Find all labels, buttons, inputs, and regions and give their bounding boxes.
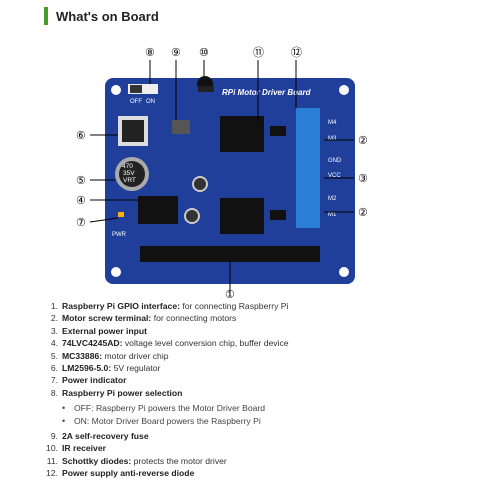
svg-text:35V: 35V bbox=[123, 170, 135, 177]
terminal-block bbox=[296, 184, 320, 228]
feature-item: 3.External power input bbox=[50, 325, 147, 336]
callout-8: ⑧ bbox=[145, 47, 155, 59]
gpio-header bbox=[140, 246, 320, 262]
callout-7: ⑦ bbox=[76, 217, 86, 229]
terminal-label: M2 bbox=[328, 196, 337, 202]
terminal-label: VCC bbox=[328, 173, 341, 179]
level-shifter-chip bbox=[138, 196, 178, 224]
motor-driver-chip bbox=[220, 116, 264, 152]
callout-3: ③ bbox=[358, 173, 368, 185]
terminal-label: GND bbox=[328, 158, 342, 164]
diode bbox=[270, 210, 286, 220]
terminal-block bbox=[296, 108, 320, 152]
feature-item: 7.Power indicator bbox=[50, 375, 127, 386]
motor-driver-chip bbox=[220, 198, 264, 234]
callout-2: ② bbox=[358, 207, 368, 219]
section-accent-bar bbox=[44, 7, 48, 25]
feature-item: 8.Raspberry Pi power selection OFF: Rasp… bbox=[40, 387, 480, 428]
pwr-label: PWR bbox=[112, 232, 127, 238]
diode bbox=[270, 126, 286, 136]
callout-5: ⑤ bbox=[76, 175, 86, 187]
feature-item: 12.Power supply anti-reverse diode bbox=[46, 468, 195, 479]
feature-item: 5.MC33886: motor driver chip bbox=[50, 350, 169, 361]
callout-6: ⑥ bbox=[76, 130, 86, 142]
feature-item: 10.IR receiver bbox=[46, 443, 106, 454]
svg-text:VRT: VRT bbox=[123, 177, 136, 184]
mount-hole bbox=[339, 85, 349, 95]
power-selection-option: OFF: Raspberry Pi powers the Motor Drive… bbox=[62, 402, 480, 415]
power-indicator-led bbox=[118, 212, 124, 217]
callout-11: ⑪ bbox=[253, 46, 264, 59]
mount-hole bbox=[111, 85, 121, 95]
callout-1: ① bbox=[225, 289, 235, 300]
feature-item: 11.Schottky diodes: protects the motor d… bbox=[46, 455, 227, 466]
power-selection-list: OFF: Raspberry Pi powers the Motor Drive… bbox=[62, 402, 480, 427]
terminal-label: M1 bbox=[328, 212, 337, 218]
fuse bbox=[172, 120, 190, 134]
board-title: RPi Motor Driver Board bbox=[222, 88, 312, 97]
feature-item: 4.74LVC4245AD: voltage level conversion … bbox=[50, 338, 289, 349]
mount-hole bbox=[339, 267, 349, 277]
feature-item: 2.Motor screw terminal: for connecting m… bbox=[50, 313, 237, 324]
callout-9: ⑨ bbox=[171, 47, 181, 59]
switch-on-label: ON bbox=[146, 99, 155, 105]
feature-list: 1.Raspberry Pi GPIO interface: for conne… bbox=[40, 300, 480, 480]
mount-hole bbox=[111, 267, 121, 277]
terminal-block bbox=[296, 152, 320, 184]
terminal-label: M3 bbox=[328, 136, 337, 142]
terminal-label: M4 bbox=[328, 120, 337, 126]
feature-item: 1.Raspberry Pi GPIO interface: for conne… bbox=[50, 301, 289, 311]
feature-item: 6.LM2596-5.0: 5V regulator bbox=[50, 363, 161, 374]
pcb-board bbox=[105, 78, 355, 284]
power-switch bbox=[128, 84, 158, 94]
callout-12: ⑫ bbox=[291, 46, 302, 59]
board-figure: RPi Motor Driver Board OFF ON 470 35V VR… bbox=[76, 46, 368, 300]
feature-item: 9.2A self-recovery fuse bbox=[50, 431, 149, 442]
callout-4: ④ bbox=[76, 195, 86, 207]
callout-2: ② bbox=[358, 135, 368, 147]
section-header: What's on Board bbox=[44, 6, 159, 26]
power-selection-option: ON: Motor Driver Board powers the Raspbe… bbox=[62, 415, 480, 428]
section-title: What's on Board bbox=[56, 8, 159, 24]
callout-10: ⑩ bbox=[199, 47, 209, 59]
capacitor-label: 470 bbox=[122, 163, 133, 170]
switch-off-label: OFF bbox=[130, 99, 142, 105]
